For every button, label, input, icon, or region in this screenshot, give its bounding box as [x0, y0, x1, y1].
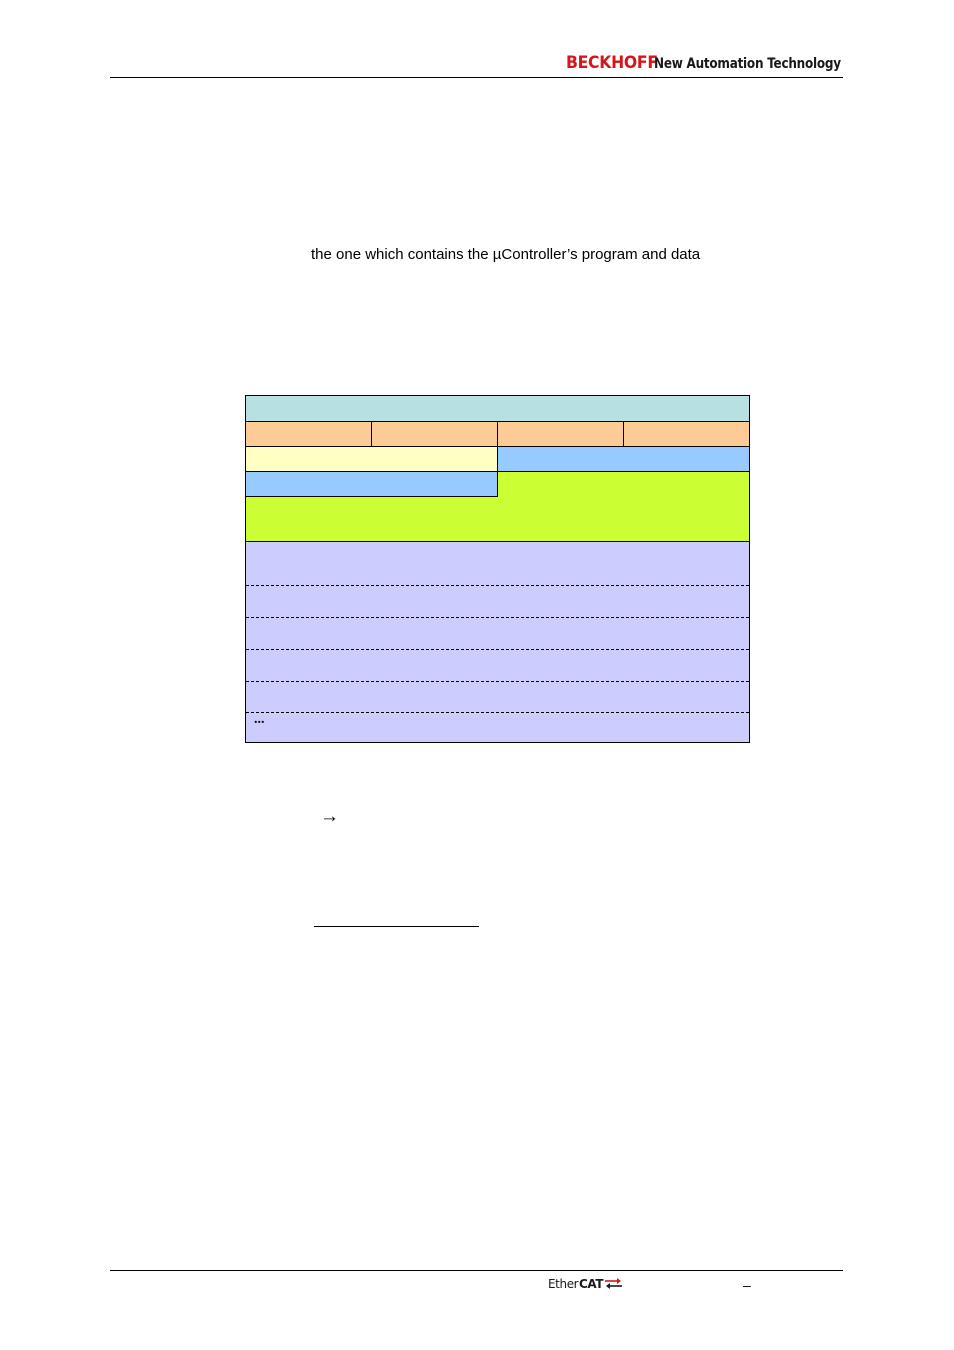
memory-cell-half-blue-right: [498, 447, 749, 472]
memory-dashed-divider: [246, 649, 749, 650]
memory-block-lavender: ...: [246, 542, 749, 742]
memory-ellipsis: ...: [254, 712, 265, 727]
right-arrow-icon: →: [320, 806, 339, 827]
memory-cell-half-blue-left: [246, 472, 498, 497]
ethercat-logo-suffix: CAT: [579, 1277, 604, 1291]
memory-cell-half-yellow: [246, 447, 498, 472]
memory-cell-quarter-4: [624, 422, 749, 447]
footer-divider: [110, 1270, 843, 1271]
logo-tagline: New Automation Technology: [654, 56, 841, 72]
memory-dashed-divider: [246, 585, 749, 586]
ethercat-logo-prefix: Ether: [548, 1277, 579, 1291]
memory-cell-quarter-1: [246, 422, 372, 447]
beckhoff-logo: BECKHOFF: [566, 53, 658, 73]
memory-cell-quarter-2: [372, 422, 498, 447]
ethercat-arrows-icon: [605, 1278, 622, 1289]
memory-block-green: [246, 497, 749, 542]
ethercat-logo: Ether CAT: [548, 1276, 624, 1292]
memory-cell-quarter-3: [498, 422, 624, 447]
memory-dashed-divider: [246, 712, 749, 713]
memory-dashed-divider: [246, 681, 749, 682]
footer-dash: –: [743, 1277, 751, 1293]
memory-dashed-divider: [246, 617, 749, 618]
header-divider: [110, 77, 843, 78]
memory-map-diagram: ...: [245, 395, 750, 743]
memory-row-full-width: [246, 396, 749, 422]
hyperlink-underline[interactable]: [314, 926, 479, 927]
memory-block-green-upper: [498, 472, 749, 497]
body-text-line: the one which contains the µController’s…: [311, 246, 701, 263]
